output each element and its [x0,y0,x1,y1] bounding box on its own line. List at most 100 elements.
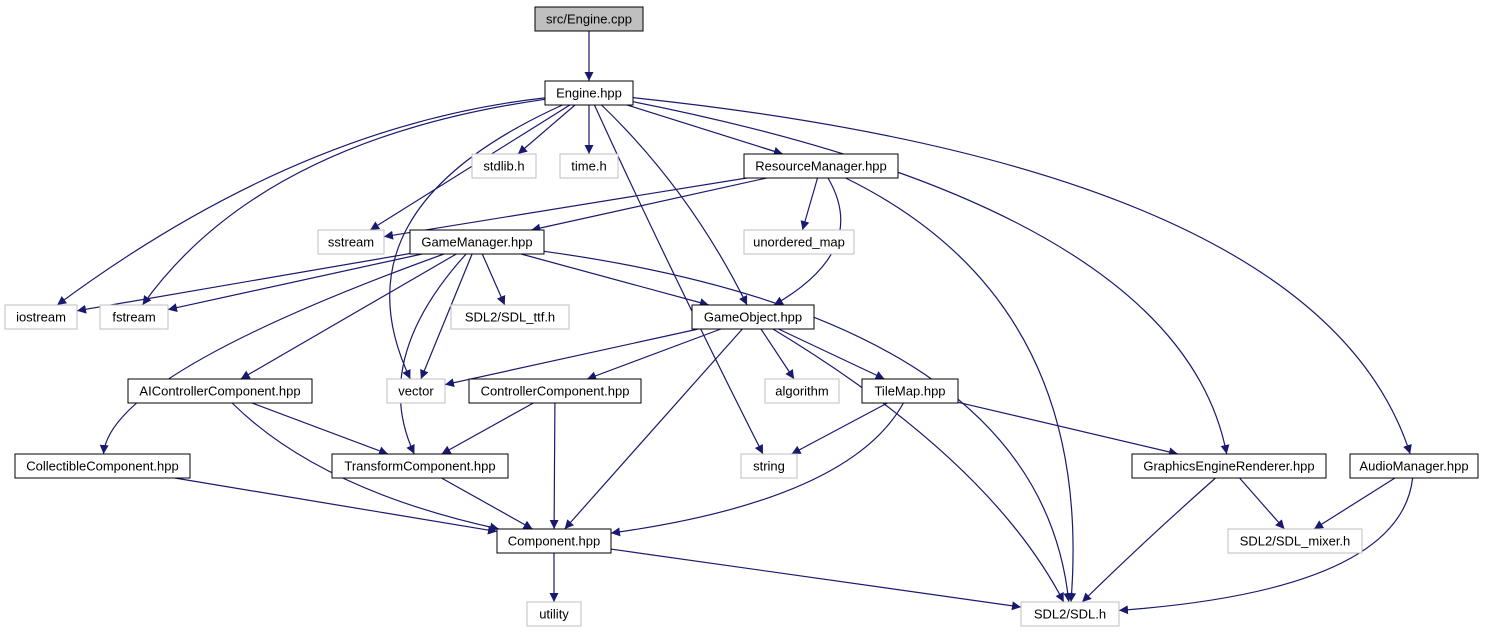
node-label: TileMap.hpp [874,383,945,398]
node-box [99,304,169,330]
edge-gamemgr-to-transform [399,253,467,455]
node-transform[interactable]: TransformComponent.hpp [331,453,509,479]
node-box [1020,601,1120,627]
edge-gameobj-to-vector [444,328,699,388]
node-box [4,304,78,330]
edge-collect-to-component [174,477,498,535]
node-label: sstream [328,234,374,249]
edge-audio-to-sdl [1118,477,1414,615]
edge-engine_hpp-to-gfx [632,101,1230,455]
node-box [559,153,619,179]
node-box [450,304,570,330]
node-label: Engine.hpp [556,85,622,100]
edge-engine_hpp-to-resmgr [626,104,784,156]
node-gfx[interactable]: GraphicsEngineRenderer.hpp [1131,453,1327,479]
edge-gameobj-to-tilemap [778,328,885,380]
node-label: GameManager.hpp [421,234,532,249]
node-label: SDL2/SDL.h [1034,606,1106,621]
edge-engine_hpp-to-string [593,104,764,455]
node-label: iostream [16,309,66,324]
node-label: algorithm [775,383,828,398]
edge-gamemgr-to-sdl_ttf [481,253,506,306]
node-box [861,378,959,404]
node-label: AudioManager.hpp [1359,458,1468,473]
edge-engine_hpp-to-sstream [369,104,571,231]
node-resmgr[interactable]: ResourceManager.hpp [743,153,899,179]
node-collect[interactable]: CollectibleComponent.hpp [14,453,191,479]
node-label: ControllerComponent.hpp [481,383,630,398]
edge-gameobj-to-component [564,328,743,530]
edge-resmgr-to-gamemgr [531,177,767,233]
node-label: GameObject.hpp [704,309,802,324]
edge-gamemgr-to-gameobj [521,253,709,307]
node-label: time.h [571,158,606,173]
node-box [471,153,537,179]
edge-engine_hpp-to-fstream [142,98,546,306]
edge-engine_hpp-to-audio [632,97,1412,455]
node-box [468,378,642,404]
node-label: ResourceManager.hpp [755,158,887,173]
edge-gfx-to-sdl [1081,477,1216,603]
node-gamemgr[interactable]: GameManager.hpp [409,229,545,255]
node-ctrl[interactable]: ControllerComponent.hpp [468,378,642,404]
node-sdl: SDL2/SDL.h [1020,601,1120,627]
node-sdl_ttf: SDL2/SDL_ttf.h [450,304,570,330]
edge-gamemgr-to-sdl [543,250,1073,603]
edge-aictrl-to-transform [251,402,389,456]
edge-resmgr-to-unordered_map [800,177,819,231]
edge-tilemap-to-gfx [957,401,1179,457]
edge-resmgr-to-sdl [845,177,1077,603]
edge-engine_hpp-to-iostream [56,97,546,306]
edge-engine_hpp-to-gameobj [601,104,748,306]
node-time: time.h [559,153,619,179]
node-label: unordered_map [753,234,845,249]
node-engine_hpp[interactable]: Engine.hpp [544,80,634,106]
node-audio[interactable]: AudioManager.hpp [1349,453,1479,479]
edge-tilemap-to-string [791,402,888,455]
edge-audio-to-sdl_mixer [1313,477,1396,530]
node-box [496,528,612,554]
node-engine_cpp[interactable]: src/Engine.cpp [534,6,644,32]
node-box [1227,528,1363,554]
node-aictrl[interactable]: AIControllerComponent.hpp [127,378,313,404]
node-box [317,229,385,255]
node-label: SDL2/SDL_ttf.h [465,309,555,324]
edge-gamemgr-to-aictrl [240,253,457,380]
node-box [386,378,446,404]
node-gameobj[interactable]: GameObject.hpp [691,304,815,330]
node-tilemap[interactable]: TileMap.hpp [861,378,959,404]
edge-gamemgr-to-fstream [167,253,423,313]
node-box [526,601,582,627]
edge-tilemap-to-component [610,402,904,537]
node-sstream: sstream [317,229,385,255]
node-utility: utility [526,601,582,627]
edge-gameobj-to-ctrl [586,328,722,381]
node-label: AIControllerComponent.hpp [139,383,300,398]
node-label: TransformComponent.hpp [344,458,495,473]
edge-gamemgr-to-vector [420,253,473,380]
edge-ctrl-to-transform [441,402,534,455]
node-label: utility [539,606,569,621]
edge-gfx-to-sdl_mixer [1239,477,1285,530]
node-box [1349,453,1479,479]
node-component[interactable]: Component.hpp [496,528,612,554]
node-iostream: iostream [4,304,78,330]
node-unordered_map: unordered_map [743,229,855,255]
node-box [14,453,191,479]
node-label: Component.hpp [508,533,601,548]
node-box [331,453,509,479]
node-label: fstream [112,309,155,324]
node-box [1131,453,1327,479]
node-label: CollectibleComponent.hpp [26,458,178,473]
node-box [534,6,644,32]
node-string: string [740,453,798,479]
node-stdlib: stdlib.h [471,153,537,179]
node-algorithm: algorithm [764,378,840,404]
edge-gamemgr-to-collect [99,253,445,455]
edge-gameobj-to-algorithm [760,328,795,380]
edge-resmgr-to-sstream [383,177,747,240]
node-label: GraphicsEngineRenderer.hpp [1143,458,1314,473]
edge-gamemgr-to-iostream [76,252,411,314]
edge-gameobj-to-sdl [772,328,1065,603]
